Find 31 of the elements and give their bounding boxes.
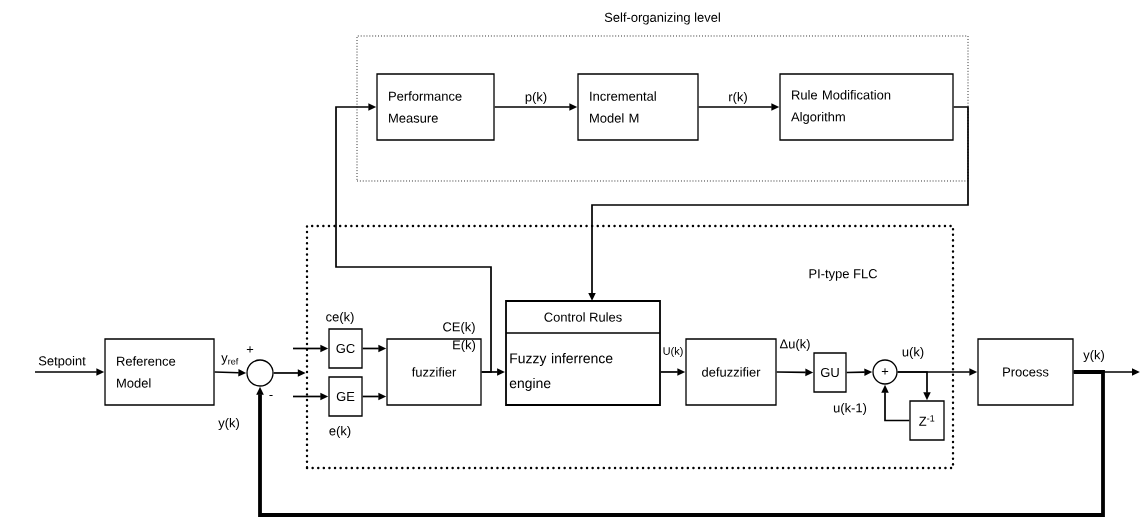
node-label: Self-organizing level bbox=[604, 12, 720, 25]
process-box: Rule Modification Algorithm bbox=[779, 73, 954, 141]
arrow bbox=[256, 370, 1105, 517]
summing-junction: + bbox=[872, 359, 898, 385]
process-box: Performance Measure bbox=[376, 73, 495, 141]
summing-junction bbox=[246, 359, 274, 387]
edge-label: y(k) bbox=[217, 416, 241, 431]
edge-label: u(k) bbox=[900, 345, 926, 360]
signal-label: + bbox=[246, 346, 254, 353]
edge-label: u(k-1) bbox=[832, 401, 868, 416]
process-box: Incremental Model M bbox=[577, 73, 699, 141]
arrow bbox=[335, 103, 492, 373]
edge-label: p(k) bbox=[523, 90, 549, 106]
process-box: Process bbox=[977, 338, 1074, 406]
signal-label: ce(k) bbox=[326, 311, 354, 324]
rule-box: Control Rules Fuzzy inferrence engine bbox=[505, 300, 661, 406]
process-box: GU bbox=[813, 352, 847, 393]
edge-label: r(k) bbox=[727, 90, 749, 105]
edge-label: y(k) bbox=[1082, 348, 1106, 363]
edge-label: U(k) bbox=[661, 345, 685, 359]
process-box: GC bbox=[328, 328, 363, 369]
delay-box: Z$^{-1}$ bbox=[909, 400, 945, 441]
process-box: Reference Model bbox=[104, 338, 215, 406]
process-box: defuzzifier bbox=[685, 338, 777, 406]
edge-label: Setpoint bbox=[37, 354, 87, 369]
signal-label: CE(k) bbox=[443, 321, 475, 334]
edge-label: y$_{ref}$ bbox=[220, 354, 240, 366]
signal-label: E(k) bbox=[453, 339, 476, 353]
process-box: GE bbox=[328, 376, 363, 417]
signal-label: - bbox=[269, 395, 273, 396]
edge-label: Δu(k) bbox=[778, 337, 812, 352]
